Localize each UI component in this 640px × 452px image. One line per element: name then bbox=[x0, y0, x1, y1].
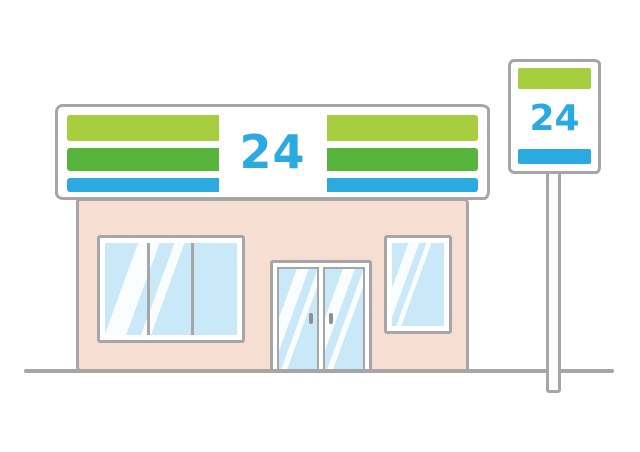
pole-sign-stripe-blue bbox=[518, 149, 591, 164]
right-window-glass bbox=[392, 243, 444, 326]
entrance-door bbox=[270, 260, 372, 369]
sign-pole bbox=[546, 160, 561, 393]
door-handle-left bbox=[309, 313, 313, 324]
left-window-glass bbox=[105, 243, 237, 335]
pole-sign-middle: 24 bbox=[518, 89, 591, 149]
left-window bbox=[97, 235, 245, 343]
window-mullion bbox=[191, 243, 195, 335]
pole-sign: 24 bbox=[508, 59, 601, 174]
store-facade bbox=[76, 198, 469, 372]
pole-sign-text: 24 bbox=[529, 98, 580, 139]
pole-sign-stripe-light-green bbox=[518, 68, 591, 89]
fascia-24-badge: 24 bbox=[218, 112, 327, 192]
window-mullion bbox=[147, 243, 151, 335]
door-panel-right bbox=[323, 267, 365, 369]
door-panel-left bbox=[277, 267, 319, 369]
right-window bbox=[384, 235, 452, 334]
door-handle-right bbox=[329, 313, 333, 324]
store-fascia-sign: 24 bbox=[55, 104, 490, 200]
fascia-sign-text: 24 bbox=[239, 125, 306, 179]
